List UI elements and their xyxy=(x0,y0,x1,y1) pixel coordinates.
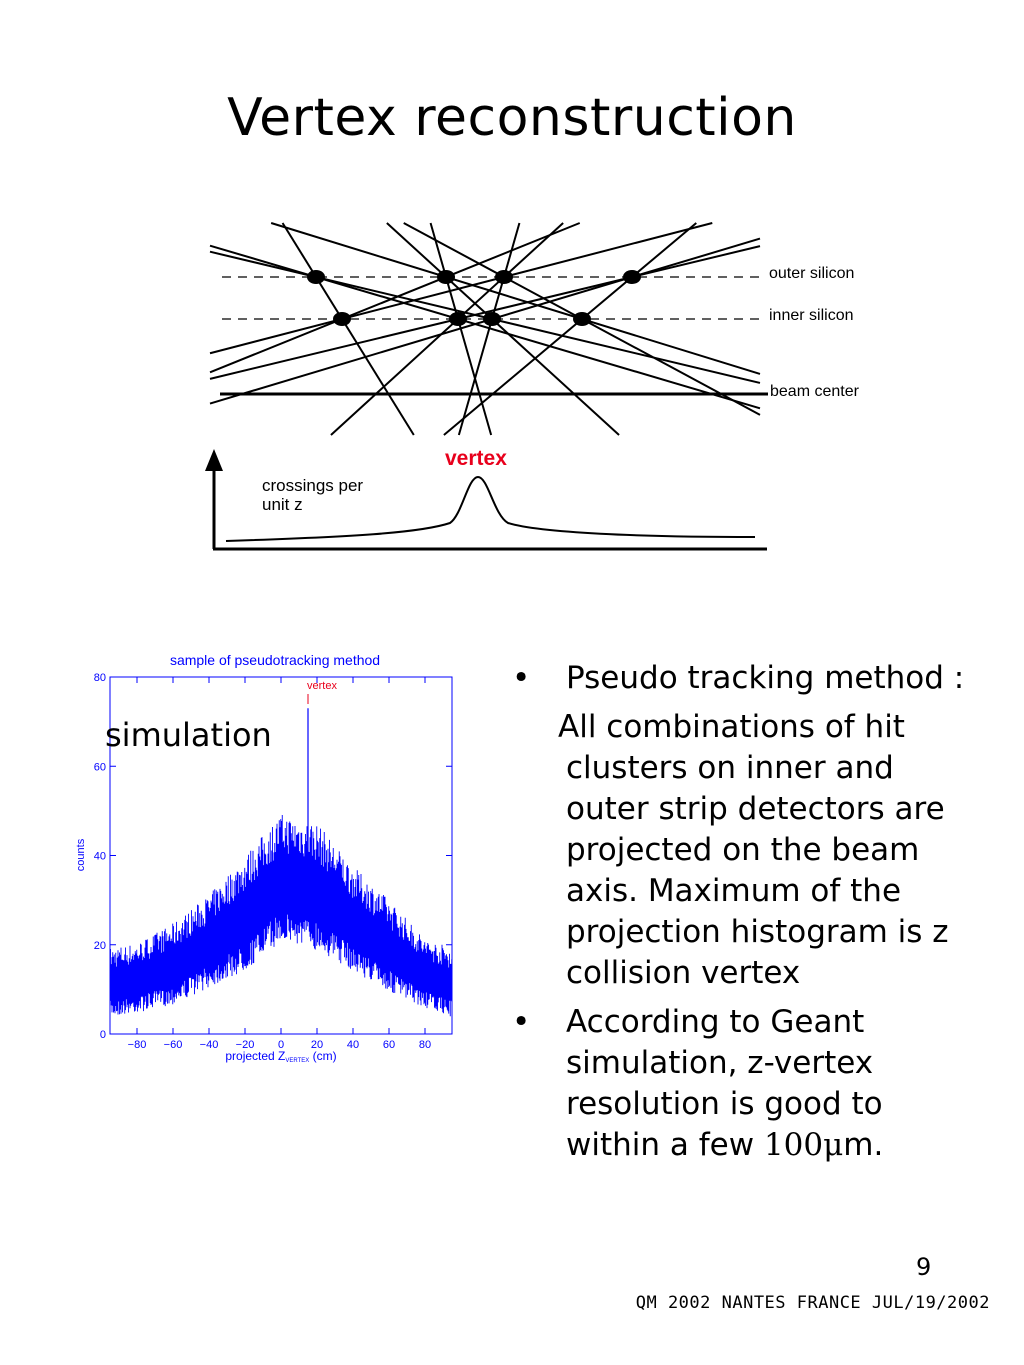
bullet-marker: • xyxy=(512,1004,531,1040)
inner-silicon-label: inner silicon xyxy=(769,307,853,324)
hit-point xyxy=(573,312,591,326)
histogram-axes: −80 −60 −40 −20 0 20 40 60 80 0 20 40 60 80 xyxy=(94,672,452,1051)
y-tick-label: 40 xyxy=(94,851,106,863)
y-axis-arrow-icon xyxy=(205,449,223,471)
x-tick-label: 20 xyxy=(311,1039,323,1051)
track-line xyxy=(209,244,761,410)
hit-point xyxy=(333,312,351,326)
track-line xyxy=(270,222,761,375)
bullet-text: Pseudo tracking method : xyxy=(566,660,965,696)
crossings-label-line2: unit z xyxy=(262,495,303,514)
hit-point xyxy=(449,312,467,326)
beam-center-label: beam center xyxy=(770,383,860,400)
track-line xyxy=(330,222,564,436)
hit-point xyxy=(307,270,325,284)
y-tick-label: 20 xyxy=(94,940,106,952)
x-axis-label: projected ZVERTEX (cm) xyxy=(225,1049,336,1064)
bullet-item: • Pseudo tracking method : xyxy=(512,658,982,699)
bullet-text: According to Geant simulation, z-vertex … xyxy=(566,1004,884,1163)
hit-points xyxy=(307,270,641,326)
hit-point xyxy=(483,312,501,326)
outer-silicon-label: outer silicon xyxy=(769,265,854,282)
hit-point xyxy=(623,270,641,284)
x-tick-label: 60 xyxy=(383,1039,395,1051)
track-line xyxy=(209,222,713,355)
bullet-list: • Pseudo tracking method : All combinati… xyxy=(512,658,982,1166)
vertex-annotation: vertex xyxy=(307,680,337,692)
x-tick-label: 40 xyxy=(347,1039,359,1051)
vertex-label: vertex xyxy=(445,447,507,470)
y-tick-label: 80 xyxy=(94,672,106,684)
track-line xyxy=(209,245,761,380)
track-lines xyxy=(209,222,761,436)
histogram-noise-bars xyxy=(110,815,453,1017)
bullet-marker: • xyxy=(512,660,531,696)
track-line xyxy=(443,222,697,436)
y-tick-label: 0 xyxy=(100,1029,106,1041)
track-line xyxy=(209,222,581,374)
bullet-item: • According to Geant simulation, z-verte… xyxy=(512,1002,982,1166)
y-tick-label: 60 xyxy=(94,761,106,773)
conference-footer: QM 2002 NANTES FRANCE JUL/19/2002 xyxy=(635,1293,990,1313)
x-tick-label: −80 xyxy=(128,1039,147,1051)
hit-point xyxy=(495,270,513,284)
histogram-bars xyxy=(110,708,453,1017)
track-line xyxy=(281,222,415,436)
page-number: 9 xyxy=(916,1253,932,1281)
x-tick-label: 0 xyxy=(278,1039,284,1051)
x-tick-label: −20 xyxy=(236,1039,255,1051)
slide-title: Vertex reconstruction xyxy=(227,88,797,148)
crossings-label-line1: crossings per xyxy=(262,476,363,495)
track-line xyxy=(386,222,620,436)
crossing-distribution-curve xyxy=(225,475,756,542)
bullet-body: All combinations of hit clusters on inne… xyxy=(558,709,949,991)
x-tick-label: −60 xyxy=(164,1039,183,1051)
track-line xyxy=(457,222,521,436)
hit-point xyxy=(437,270,455,284)
x-tick-label: −40 xyxy=(200,1039,219,1051)
x-tick-label: 80 xyxy=(419,1039,431,1051)
y-axis-label: counts xyxy=(75,838,87,871)
pseudotracking-histogram: sample of pseudotracking method −80 −60 −4… xyxy=(75,652,453,1064)
simulation-label: simulation xyxy=(105,716,272,754)
vertex-crossing-diagram: outer silicon inner silicon beam center … xyxy=(205,222,860,551)
histogram-title: sample of pseudotracking method xyxy=(170,652,380,668)
